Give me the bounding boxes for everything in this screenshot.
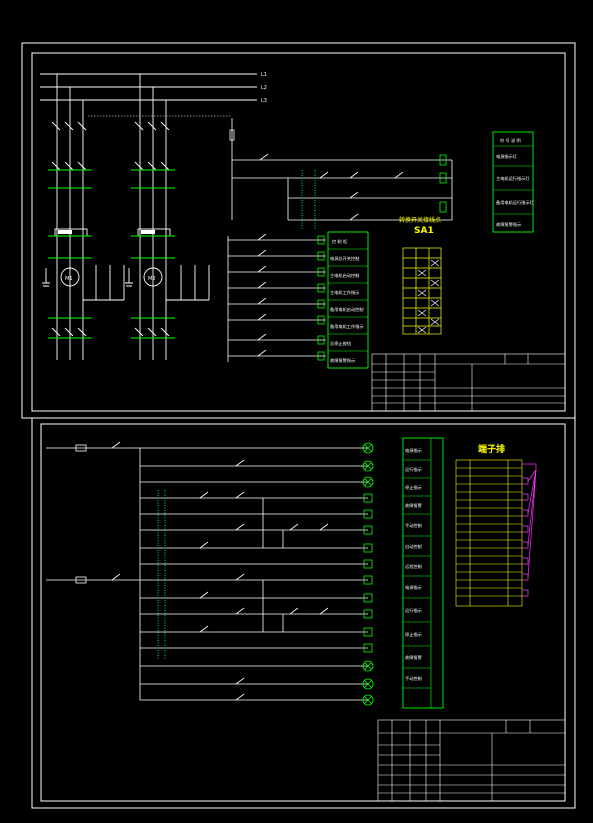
sheet2-loads xyxy=(362,442,374,706)
sheet2-label-9: 运行指示 xyxy=(405,607,422,614)
panel-row-1: 电源总开关控制 xyxy=(330,255,359,262)
terminal-block xyxy=(455,459,523,607)
indicator-lamp-icon xyxy=(362,442,374,706)
relay-coil-icon xyxy=(363,493,373,653)
legend-row-4: 故障报警指示 xyxy=(496,221,521,228)
panel-row-6: 总停止按钮 xyxy=(330,340,351,347)
sheet2-label-5: 手动控制 xyxy=(405,522,422,529)
sheet2-label-3: 停止指示 xyxy=(405,484,422,491)
panel-row-4: 备用电机启动控制 xyxy=(330,306,364,313)
legend-row-2: 主电机运行指示灯 xyxy=(496,175,530,182)
sheet1-outer-border xyxy=(21,42,576,419)
sheet1-control-circuit xyxy=(229,118,453,230)
motor-label-m2: M2 xyxy=(148,276,156,282)
sheet2-label-2: 运行指示 xyxy=(405,466,422,473)
sheet2-label-1: 电源指示 xyxy=(405,447,422,454)
sheet2-label-8: 电源指示 xyxy=(405,584,422,591)
sheet2-label-4: 故障报警 xyxy=(405,502,423,509)
panel-row-3: 主电机工作指示 xyxy=(330,289,359,296)
sheet2-title-block xyxy=(377,719,566,802)
sheet2-description-table: 电源指示 运行指示 停止指示 故障报警 手动控制 自动控制 远程控制 电源指示 … xyxy=(402,437,444,709)
motor-label-m1: M1 xyxy=(65,276,73,282)
panel-description-table: 控 制 柜 电源总开关控制 主电机启动控制 主电机工作指示 备用电机启动控制 备… xyxy=(327,231,369,369)
sheet2-label-10: 停止指示 xyxy=(405,631,422,638)
motor-branch-1 xyxy=(42,74,125,360)
sheet2-outer-border xyxy=(31,417,576,809)
switch-matrix xyxy=(402,247,442,335)
panel-row-5: 备用电机工作指示 xyxy=(330,323,364,330)
sheet-frames xyxy=(21,42,576,809)
sheet2-label-7: 远程控制 xyxy=(405,563,422,570)
sheet1-power-circuit: L1 L2 L3 M1 xyxy=(40,72,267,360)
switch-code: SA1 xyxy=(414,226,434,236)
switch-title: 转换开关接线点 xyxy=(399,216,441,224)
motor-branch-2 xyxy=(125,74,210,360)
sheet2-label-6: 自动控制 xyxy=(405,543,422,550)
sheet1-inner-border xyxy=(31,52,566,412)
terminal-leads xyxy=(522,463,537,597)
phase-label-l2: L2 xyxy=(261,85,267,91)
right-legend-table: 符 号 说 明 电源指示灯 主电机运行指示灯 备用电机运行指示灯 故障报警指示 xyxy=(492,131,535,233)
sheet1-title-block xyxy=(371,353,566,412)
legend-row-3: 备用电机运行指示灯 xyxy=(496,199,535,206)
control-rungs xyxy=(227,233,326,362)
panel-header: 控 制 柜 xyxy=(332,238,347,245)
panel-row-7: 故障报警指示 xyxy=(330,357,355,364)
sheet2-label-11: 故障报警 xyxy=(405,654,423,661)
sheet2-inner-border xyxy=(40,423,566,802)
sheet2-label-12: 手动控制 xyxy=(405,675,422,682)
sheet2-ladder xyxy=(46,441,368,701)
panel-row-2: 主电机启动控制 xyxy=(330,272,359,279)
phase-label-l1: L1 xyxy=(261,72,267,78)
phase-label-l3: L3 xyxy=(261,98,267,104)
terminal-block-title: 端子排 xyxy=(478,443,505,455)
legend-row-1: 电源指示灯 xyxy=(496,153,518,160)
legend-header: 符 号 说 明 xyxy=(500,137,521,144)
